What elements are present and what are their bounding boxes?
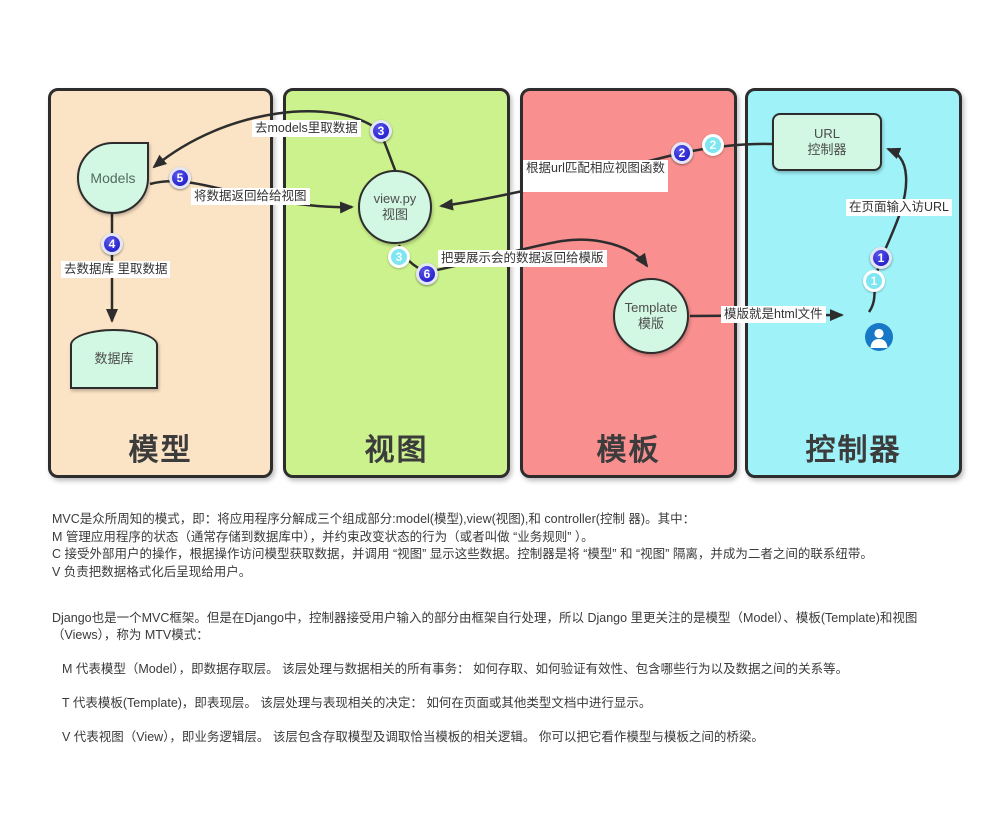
panel-model: 模型: [48, 88, 273, 478]
viewpy-node: view.py 视图: [358, 170, 432, 244]
label-template-note: 模版就是html文件: [721, 306, 826, 323]
panel-template-title: 模板: [596, 434, 661, 467]
step-badge-5: 5: [169, 167, 191, 189]
models-node-label: Models: [90, 170, 136, 186]
viewpy-node-line1: view.py: [373, 191, 417, 206]
mvc-description: MVC是众所周知的模式，即：将应用程序分解成三个组成部分:model(模型),v…: [52, 511, 970, 581]
ghost-badge-2: 2: [702, 134, 724, 156]
template-node: Template 模版: [613, 278, 689, 354]
panel-controller-title: 控制器: [805, 434, 902, 467]
url-controller-line1: URL: [813, 126, 840, 141]
viewpy-node-line2: 视图: [381, 207, 408, 222]
django-intro: Django也是一个MVC框架。但是在Django中，控制器接受用户输入的部分由…: [52, 611, 918, 642]
url-controller-line2: 控制器: [807, 142, 847, 157]
label-step2: 根据url匹配相应视图函数: [523, 160, 668, 192]
template-node-line2: 模版: [637, 316, 664, 331]
mvc-intro: MVC是众所周知的模式，即：将应用程序分解成三个组成部分:model(模型),v…: [52, 512, 696, 526]
step-badge-6: 6: [416, 263, 438, 285]
label-step6: 把要展示会的数据返回给模版: [438, 250, 607, 267]
mvc-m: M 管理应用程序的状态（通常存储到数据库中），并约束改变状态的行为（或者叫做 “…: [52, 529, 594, 544]
panel-view-title: 视图: [364, 434, 429, 467]
panel-view: 视图: [283, 88, 510, 478]
url-controller-node: URL 控制器: [772, 113, 882, 171]
label-step4: 去数据库 里取数据: [61, 261, 171, 278]
django-description: Django也是一个MVC框架。但是在Django中，控制器接受用户输入的部分由…: [52, 610, 970, 746]
ghost-badge-1: 1: [863, 270, 885, 292]
database-node-label: 数据库: [94, 351, 134, 366]
label-step5: 将数据返回给给视图: [191, 188, 310, 205]
database-node: 数据库: [70, 329, 158, 389]
label-step3: 去models里取数据: [252, 120, 361, 137]
mvc-c: C 接受外部用户的操作，根据操作访问模型获取数据，并调用 “视图” 显示这些数据…: [52, 547, 873, 561]
step-badge-2: 2: [671, 142, 693, 164]
models-node: Models: [77, 142, 149, 214]
django-t: T 代表模板(Template)，即表现层。 该层处理与表现相关的决定： 如何在…: [62, 696, 652, 710]
mvc-v: V 负责把数据格式化后呈现给用户。: [52, 564, 252, 579]
template-node-line1: Template: [624, 300, 678, 315]
step-badge-1: 1: [870, 247, 892, 269]
panel-model-title: 模型: [128, 434, 193, 467]
step-badge-3: 3: [370, 120, 392, 142]
step-badge-4: 4: [101, 233, 123, 255]
ghost-badge-3: 3: [388, 246, 410, 268]
user-icon: [865, 323, 893, 351]
django-m: M 代表模型（Model），即数据存取层。 该层处理与数据相关的所有事务： 如何…: [62, 662, 849, 676]
django-v: V 代表视图（View），即业务逻辑层。 该层包含存取模型及调取恰当模板的相关逻…: [62, 730, 764, 744]
label-step1: 在页面输入访URL: [846, 199, 953, 216]
